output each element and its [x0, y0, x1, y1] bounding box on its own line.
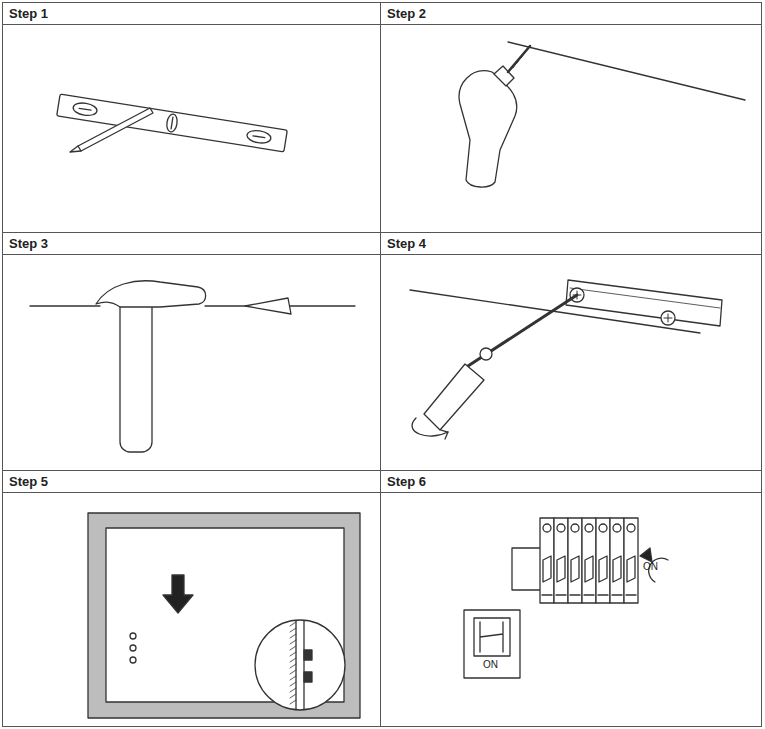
detail-magnifier [255, 620, 345, 710]
step-cell: Step 3 [2, 232, 381, 471]
step-cell: Step 4 [380, 232, 762, 471]
mirror-frame [88, 513, 360, 718]
step-heading: Step 4 [381, 233, 761, 255]
screwdriver-handle [424, 364, 484, 430]
step-cell: Step 6 [380, 470, 762, 727]
step-cell: Step 1 [2, 2, 381, 233]
drill-body [459, 71, 517, 187]
step-heading: Step 3 [3, 233, 380, 255]
step-heading: Step 1 [3, 3, 380, 25]
wall-line [30, 305, 100, 306]
switch-on-label: ON [483, 660, 498, 670]
screwdriver-shaft [468, 295, 577, 366]
screw [661, 311, 675, 325]
ceiling-line [508, 42, 745, 100]
wall-plug [245, 298, 291, 314]
step-heading: Step 6 [381, 471, 761, 493]
mirror-glass [106, 528, 344, 702]
step-heading: Step 2 [381, 3, 761, 25]
hammer-head [96, 281, 206, 307]
pencil [70, 108, 153, 152]
down-arrow [163, 575, 193, 613]
hammer-handle [120, 296, 152, 452]
mounting-rail [566, 280, 722, 326]
switch-on-label: ON [643, 562, 658, 572]
turn-arrow [412, 418, 448, 436]
breaker-base [512, 548, 542, 590]
step-cell: Step 5 [2, 470, 381, 727]
step-cell: Step 2 [380, 2, 762, 233]
breaker-modules [540, 518, 638, 603]
spirit-level [57, 94, 288, 152]
wall-switch [464, 610, 520, 678]
step-heading: Step 5 [3, 471, 380, 493]
